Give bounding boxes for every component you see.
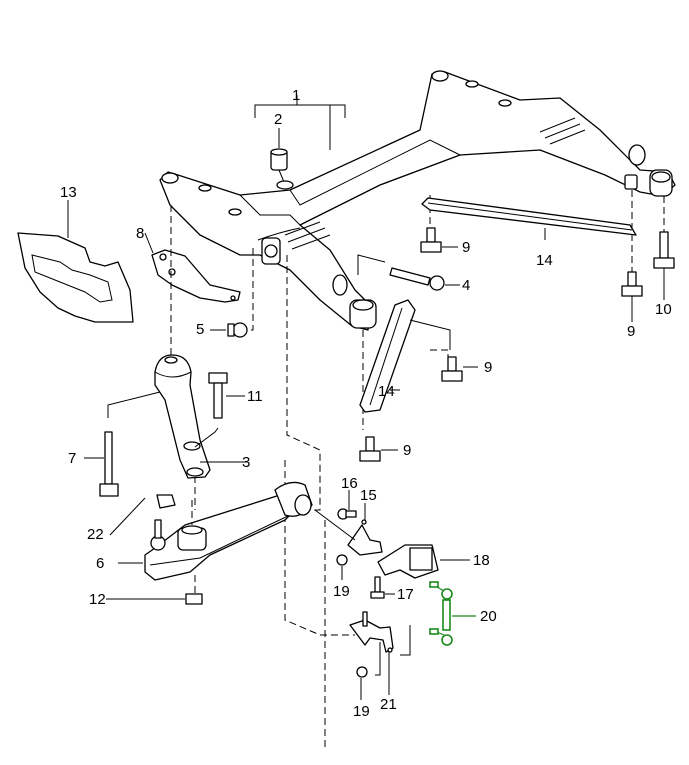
callout-18: 18: [473, 552, 490, 569]
nut-part-5[interactable]: [227, 322, 248, 338]
strut-bar-part-14-top[interactable]: [421, 197, 637, 236]
callout-9-b: 9: [627, 323, 636, 340]
callout-10: 10: [655, 301, 672, 318]
callout-14-b: 14: [378, 383, 395, 400]
callout-2: 2: [274, 111, 283, 128]
callout-1: 1: [292, 87, 301, 104]
strut-bar-part-14-lower[interactable]: [359, 299, 416, 413]
callout-16: 16: [341, 475, 358, 492]
callout-19-b: 19: [353, 703, 370, 720]
control-arm-part-6[interactable]: [144, 481, 313, 581]
callout-11: 11: [247, 388, 263, 405]
screw-part-16[interactable]: [337, 508, 357, 520]
crossmember[interactable]: [159, 70, 676, 331]
bolt-part-10[interactable]: [653, 231, 675, 269]
callout-21: 21: [380, 696, 397, 713]
bracket-part-8[interactable]: [151, 249, 241, 303]
bolt-part-9-b[interactable]: [621, 271, 643, 297]
bushing-part-2[interactable]: [270, 148, 288, 171]
nut-part-12[interactable]: [185, 593, 203, 605]
bolt-part-7[interactable]: [99, 431, 119, 497]
bolt-part-11[interactable]: [208, 372, 228, 419]
callout-9-d: 9: [403, 442, 412, 459]
bolt-part-17[interactable]: [370, 576, 385, 599]
sensor-link-part-20[interactable]: [429, 581, 453, 646]
callout-13: 13: [60, 184, 77, 201]
callout-20: 20: [480, 608, 497, 625]
heat-shield-part-13[interactable]: [17, 232, 134, 323]
nut-part-19-b[interactable]: [356, 666, 368, 678]
callout-19-a: 19: [333, 583, 350, 600]
bolt-part-9-a[interactable]: [420, 227, 442, 253]
bolt-part-9-d[interactable]: [359, 436, 381, 462]
level-sensor-part-18[interactable]: [377, 544, 439, 579]
bolt-part-4[interactable]: [389, 267, 445, 291]
callout-3: 3: [242, 454, 251, 471]
callout-4: 4: [462, 277, 471, 294]
nut-part-19-a[interactable]: [336, 554, 348, 566]
callout-7: 7: [68, 450, 77, 467]
callout-15: 15: [360, 487, 377, 504]
callout-6: 6: [96, 555, 105, 572]
callout-14-a: 14: [536, 252, 553, 269]
callout-9-c: 9: [484, 359, 493, 376]
callout-22: 22: [87, 526, 104, 543]
bolt-part-9-c[interactable]: [441, 356, 463, 382]
callout-12: 12: [89, 591, 106, 608]
bracket-part-21[interactable]: [349, 611, 394, 653]
callout-17: 17: [397, 586, 414, 603]
sensor-bracket-part-15[interactable]: [347, 519, 383, 556]
callout-5: 5: [196, 321, 205, 338]
mount-bracket-part-3[interactable]: [154, 354, 211, 479]
callout-8: 8: [136, 225, 145, 242]
callout-9-a: 9: [462, 239, 471, 256]
nut-part-22[interactable]: [156, 494, 176, 509]
